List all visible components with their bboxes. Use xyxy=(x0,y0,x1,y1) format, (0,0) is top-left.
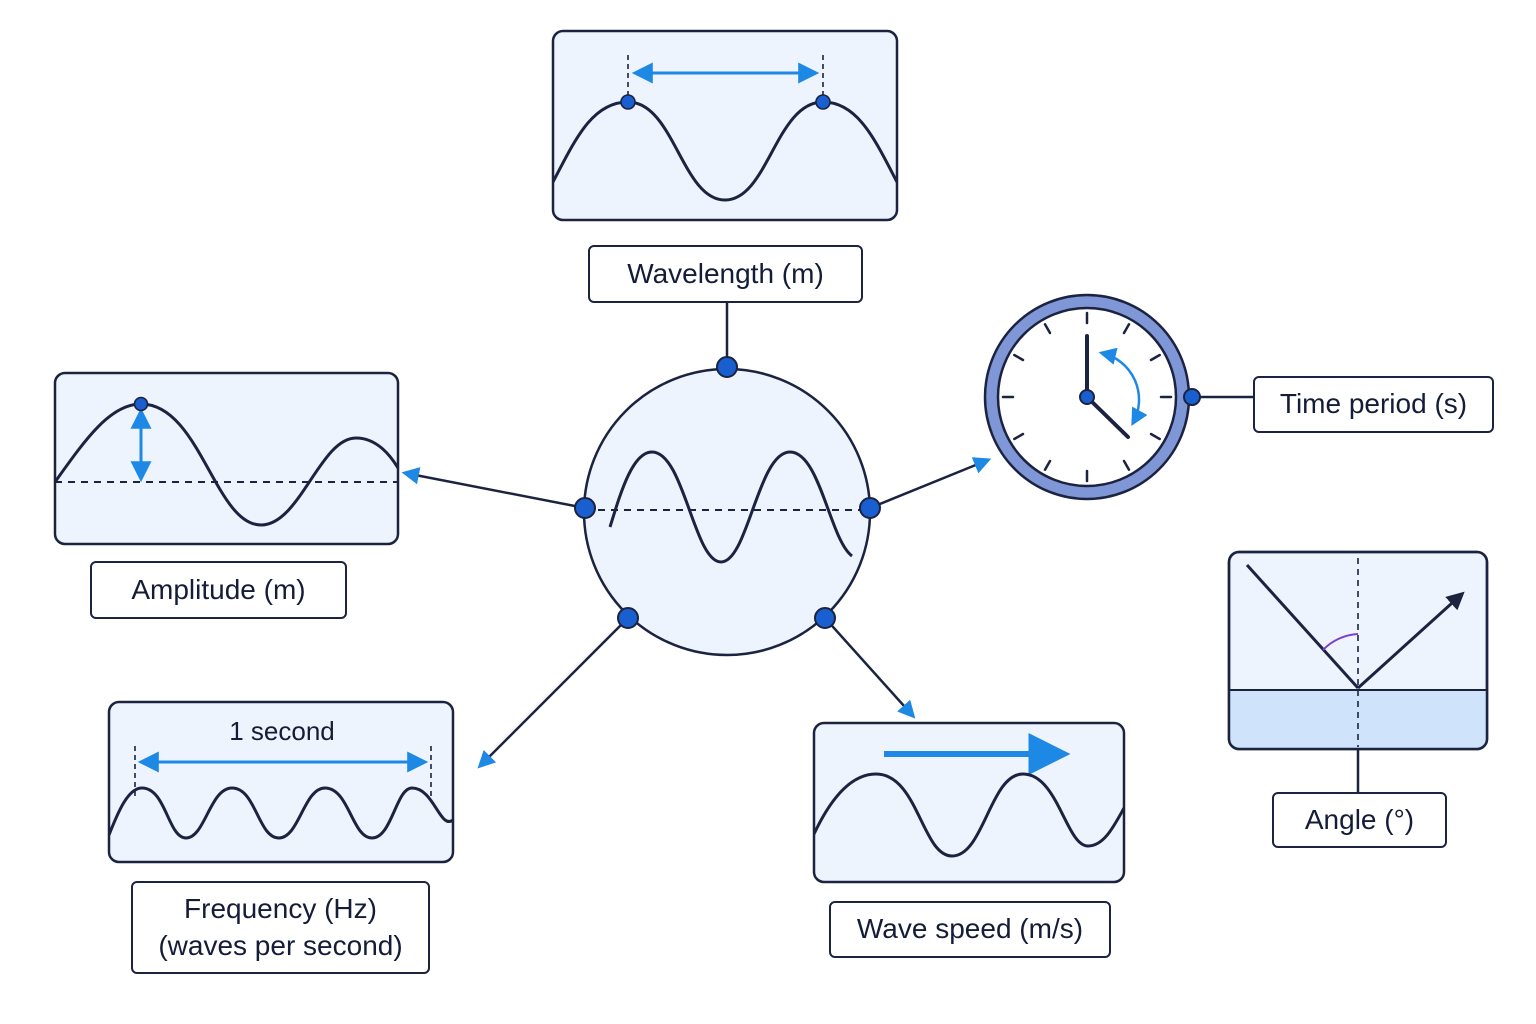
angle-label-text: Angle (°) xyxy=(1304,803,1415,835)
wave-speed-label-text: Wave speed (m/s) xyxy=(856,913,1084,945)
frequency-label-line1: Frequency (Hz) xyxy=(184,893,377,925)
wavelength-label: Wavelength (m) xyxy=(588,245,863,303)
frequency-wave-curve xyxy=(109,786,453,840)
time-period-label-text: Time period (s) xyxy=(1279,388,1468,420)
time-period-label: Time period (s) xyxy=(1253,376,1494,433)
wavelength-crest-marker xyxy=(620,94,636,110)
wave-speed-wave-curve xyxy=(814,772,1124,858)
clock-rotation-arrow xyxy=(1098,347,1148,427)
angle-panel xyxy=(1227,550,1489,751)
wave-speed-panel xyxy=(812,721,1126,884)
amplitude-crest-marker xyxy=(133,396,149,412)
wave-speed-label: Wave speed (m/s) xyxy=(829,901,1111,958)
connector-frequency xyxy=(477,617,629,769)
node-left xyxy=(574,497,596,519)
clock-icon xyxy=(983,293,1201,501)
connector-clock xyxy=(869,457,992,510)
amplitude-label-text: Amplitude (m) xyxy=(131,573,306,605)
node-right xyxy=(859,497,881,519)
node-bottom-right xyxy=(814,607,836,629)
wavelength-wave-curve xyxy=(553,100,897,202)
central-wave-circle xyxy=(574,356,881,657)
node-bottom-left xyxy=(617,607,639,629)
clock-center xyxy=(1079,389,1095,405)
connectors xyxy=(401,303,1360,792)
frequency-duration-label: 1 second xyxy=(229,716,335,746)
amplitude-panel xyxy=(53,371,400,546)
angle-label: Angle (°) xyxy=(1272,792,1447,848)
connector-amplitude xyxy=(401,467,586,510)
angle-incident-ray xyxy=(1245,563,1360,690)
frequency-label-line2: (waves per second) xyxy=(158,929,403,961)
connector-wave-speed xyxy=(824,617,916,719)
node-top xyxy=(716,356,738,378)
frequency-label: Frequency (Hz) (waves per second) xyxy=(131,881,430,974)
wavelength-crest-marker xyxy=(815,94,831,110)
wavelength-panel xyxy=(551,29,899,222)
angle-reflected-ray xyxy=(1356,591,1465,690)
clock-connector-node xyxy=(1183,388,1201,406)
amplitude-wave-curve xyxy=(55,402,398,527)
central-wave-curve xyxy=(608,450,853,564)
frequency-panel xyxy=(107,700,455,864)
wavelength-label-text: Wavelength (m) xyxy=(627,257,824,289)
angle-arc xyxy=(1322,633,1359,651)
amplitude-label: Amplitude (m) xyxy=(90,561,347,619)
angle-water-region xyxy=(1229,690,1487,749)
